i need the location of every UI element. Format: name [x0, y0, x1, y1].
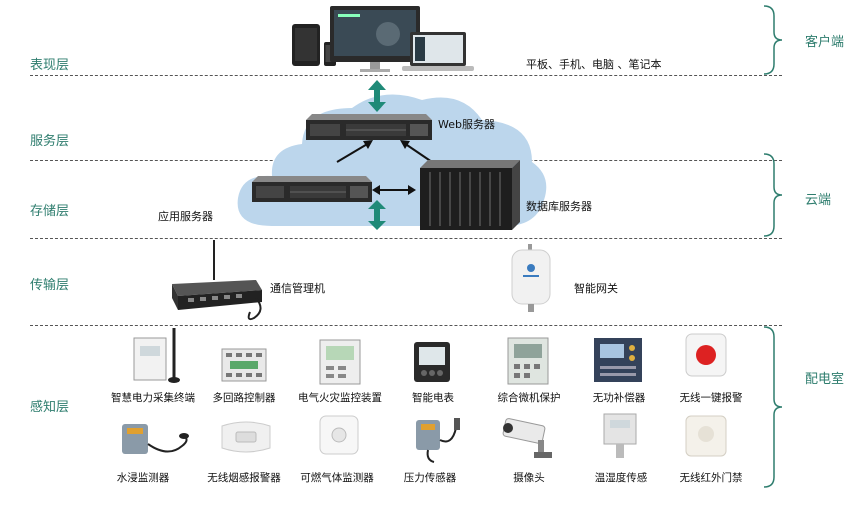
app-server-icon	[252, 176, 372, 202]
side-label-cloud: 云端	[805, 193, 832, 208]
device-label: 无功补偿器	[592, 392, 646, 404]
device-label: 温湿度传感	[594, 472, 648, 484]
smart-meter-icon	[414, 342, 450, 382]
web-server-icon	[306, 114, 432, 140]
pressure-sensor-icon	[416, 418, 460, 463]
multi-loop-controller-icon	[221, 348, 267, 382]
device-label: 无线烟感报警器	[207, 472, 281, 484]
distribution-room-brace	[763, 326, 783, 488]
device-label: 水浸监测器	[116, 472, 170, 484]
device-label: 摄像头	[513, 472, 545, 484]
side-label-distribution-room: 配电室	[805, 372, 845, 387]
temp-humidity-sensor-icon	[603, 413, 637, 458]
microcomputer-protection-icon	[507, 337, 549, 385]
layer-label-storage: 存储层	[30, 204, 70, 219]
power-terminal-icon	[133, 328, 180, 383]
arrow-icon	[400, 140, 433, 163]
layer-label-perception: 感知层	[30, 400, 70, 415]
device-label: 压力传感器	[403, 472, 457, 484]
device-label: 智能电表	[412, 392, 454, 404]
separator-line	[30, 75, 782, 76]
separator-line	[30, 325, 782, 326]
smoke-detector-icon	[221, 421, 271, 453]
app-server-label: 应用服务器	[158, 210, 213, 223]
water-leak-sensor-icon	[122, 424, 189, 454]
infrared-door-sensor-icon	[685, 415, 727, 457]
var-compensator-icon	[594, 338, 642, 382]
separator-line	[30, 238, 782, 239]
layer-label-transport: 传输层	[30, 278, 70, 293]
database-server-icon	[420, 160, 520, 230]
client-devices-illustration	[292, 6, 474, 72]
comm-manager-icon	[172, 240, 262, 321]
client-devices-label: 平板、手机、电脑 、笔记本	[526, 58, 662, 71]
double-arrow-icon	[368, 80, 386, 112]
wireless-alarm-button-icon	[685, 333, 727, 377]
gas-detector-icon	[319, 415, 359, 455]
client-brace	[763, 5, 783, 75]
side-label-client: 客户端	[805, 35, 845, 50]
cloud-brace	[763, 153, 783, 237]
db-server-label: 数据库服务器	[526, 200, 592, 213]
comm-manager-label: 通信管理机	[270, 282, 325, 295]
web-server-label: Web服务器	[438, 118, 495, 131]
double-arrow-icon	[368, 200, 386, 230]
device-label: 多回路控制器	[212, 392, 276, 404]
device-label: 无线红外门禁	[679, 472, 743, 484]
double-arrow-icon	[372, 185, 416, 195]
device-label: 电气火灾监控装置	[298, 392, 382, 404]
device-label: 综合微机保护	[497, 392, 561, 404]
camera-icon	[502, 418, 552, 458]
smart-gateway-label: 智能网关	[574, 282, 618, 295]
device-label: 无线一键报警	[679, 392, 743, 404]
layer-label-service: 服务层	[30, 134, 70, 149]
device-label: 可燃气体监测器	[300, 472, 374, 484]
layer-label-presentation: 表现层	[30, 58, 70, 73]
smart-gateway-icon	[511, 244, 551, 312]
device-label: 智慧电力采集终端	[111, 392, 195, 404]
arrow-icon	[336, 140, 373, 163]
fire-monitor-icon	[319, 339, 361, 385]
